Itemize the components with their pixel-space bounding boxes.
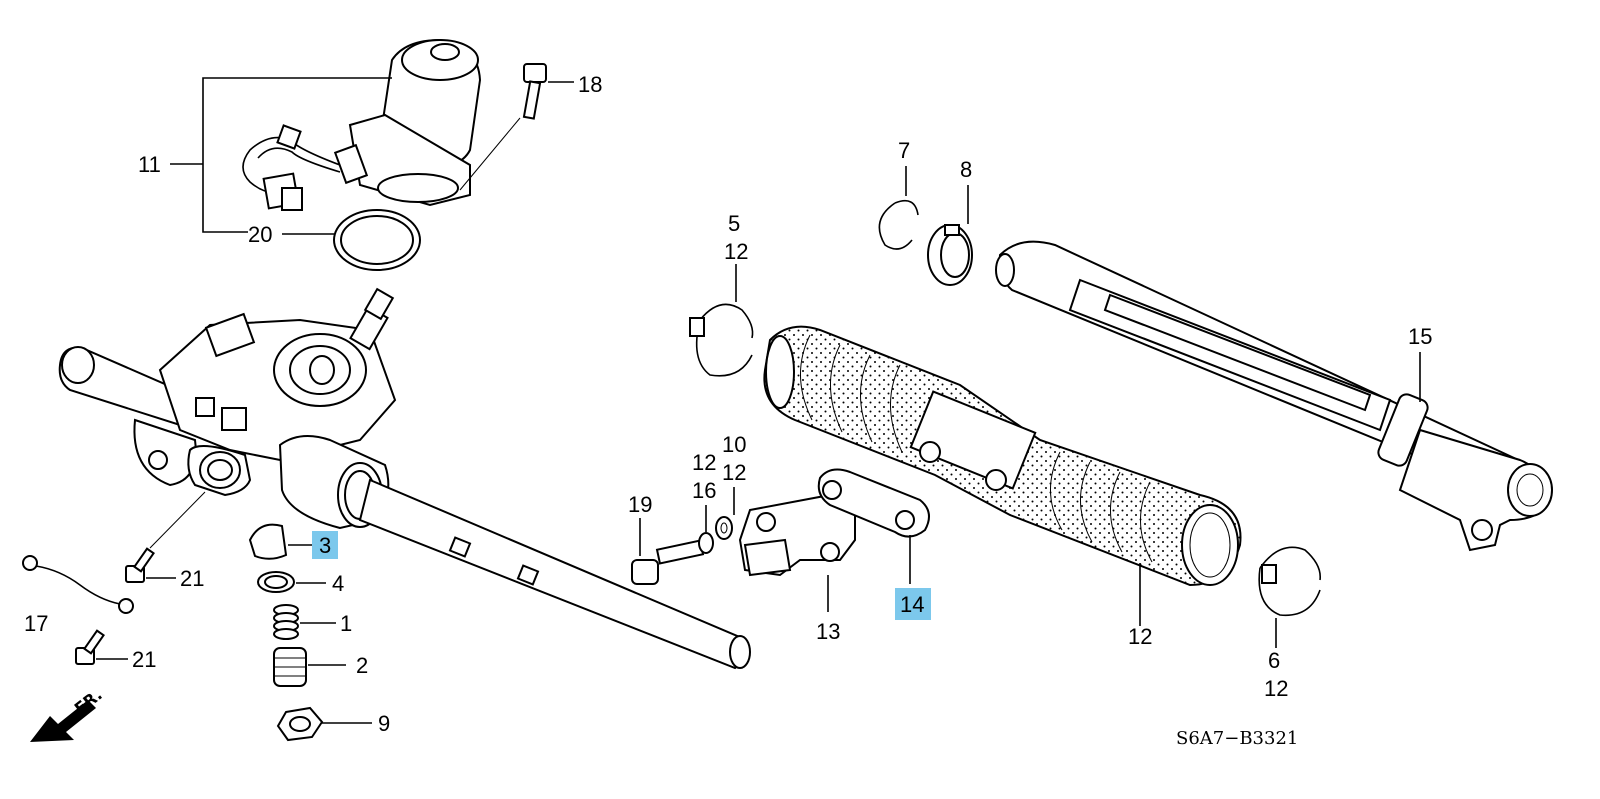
ground-cable-part: [22, 555, 134, 614]
callout-17: 17: [24, 611, 48, 636]
callout-21-a: 21: [180, 566, 204, 591]
bolt-21a-part: [125, 547, 155, 583]
callout-3-highlight: [312, 531, 338, 559]
leader-21a-housing: [149, 491, 206, 549]
bolt-21b-part: [75, 629, 105, 665]
bolt-18-part: [522, 63, 547, 120]
callout-19: 19: [628, 492, 652, 517]
callout-18: 18: [578, 72, 602, 97]
bolt-19-part: [631, 539, 705, 585]
boot-band-5-part: [689, 303, 754, 377]
front-direction-arrow: FR.: [30, 685, 106, 742]
callout-2: 2: [356, 653, 368, 678]
washer-10-part: [715, 516, 733, 540]
motor-assembly-part: [242, 38, 482, 211]
callout-15: 15: [1408, 324, 1432, 349]
rack-boot-part: [763, 325, 1242, 587]
rack-housing-tube-part: [995, 240, 1553, 552]
locknut-part: [276, 706, 324, 742]
callout-20: 20: [248, 222, 272, 247]
leader-18-motor: [459, 117, 521, 191]
o-ring-4-part: [257, 571, 295, 593]
callout-12-c: 12: [722, 460, 746, 485]
callout-1: 1: [340, 611, 352, 636]
callout-3: 3: [319, 533, 331, 558]
callout-5: 5: [728, 211, 740, 236]
holder-part: [817, 468, 930, 538]
guide-screw-part: [273, 647, 307, 687]
boot-band-6-part: [1258, 546, 1322, 617]
callout-12-d: 12: [692, 450, 716, 475]
callout-6: 6: [1268, 648, 1280, 673]
leader-11: [202, 77, 392, 233]
callout-12-a: 12: [724, 239, 748, 264]
callout-14: 14: [900, 592, 924, 617]
washer-16-part: [698, 532, 714, 554]
callout-labels: 1 2 3 4 5 12 6 12 7 8 9 10 12 12 11 12 1…: [24, 72, 1432, 736]
callout-21-b: 21: [132, 647, 156, 672]
callout-14-highlight: [895, 588, 931, 620]
callout-4: 4: [332, 571, 344, 596]
steering-gearbox-housing: [58, 287, 751, 670]
callout-10: 10: [722, 432, 746, 457]
callout-12-b: 12: [1264, 676, 1288, 701]
circlip-part: [878, 199, 919, 250]
stopper-part: [927, 224, 973, 286]
callout-16: 16: [692, 478, 716, 503]
callout-8: 8: [960, 157, 972, 182]
callout-9: 9: [378, 711, 390, 736]
callout-12-e: 12: [1128, 624, 1152, 649]
rack-guide-part: [248, 523, 288, 560]
bracket-part: [738, 493, 856, 577]
o-ring-part: [333, 209, 421, 271]
spring-part: [273, 604, 299, 640]
callout-11: 11: [138, 152, 161, 177]
callout-13: 13: [816, 619, 840, 644]
diagram-reference-code: S6A7−B3321: [1176, 728, 1298, 749]
callout-7: 7: [898, 138, 910, 163]
